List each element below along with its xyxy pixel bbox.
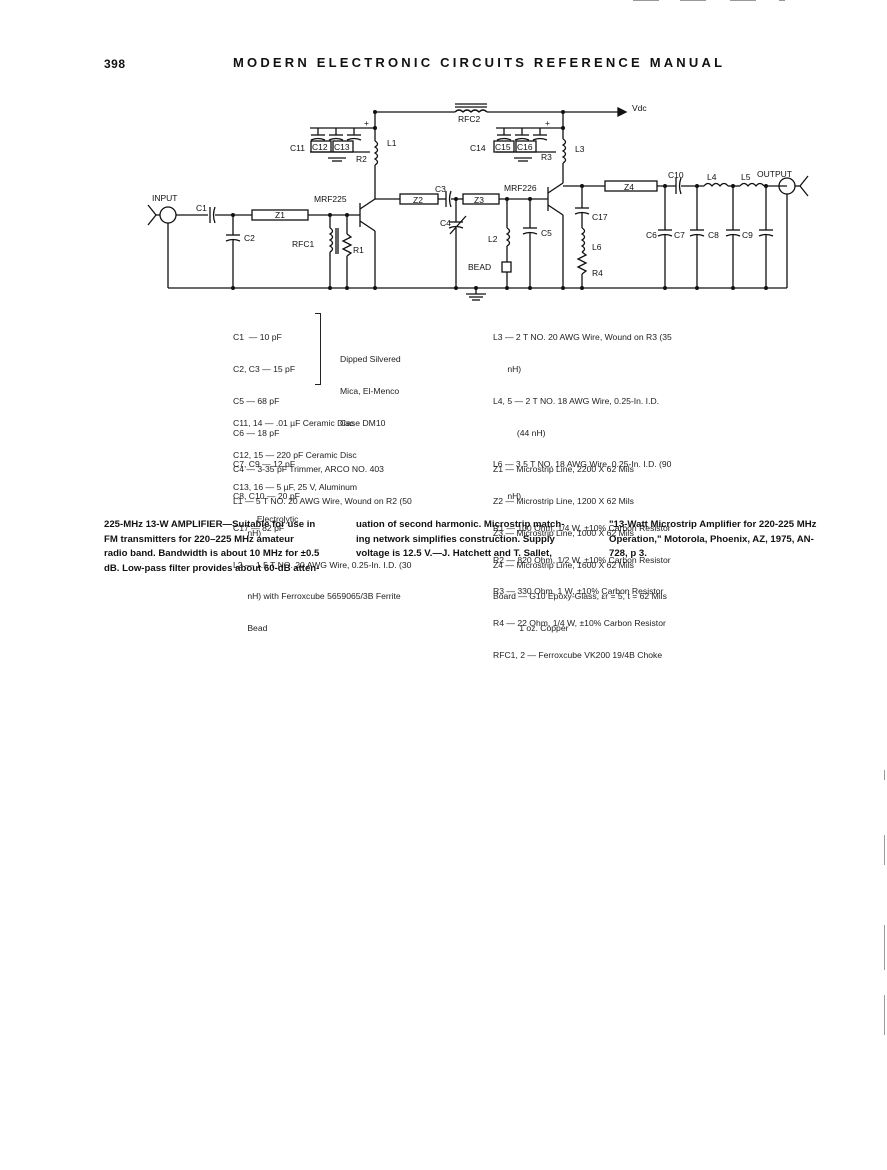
scan-mark [779, 0, 785, 1]
l6-inductor [580, 227, 586, 253]
c13-box [332, 140, 354, 153]
label-c7: C7 [674, 230, 685, 240]
label-l2: L2 [488, 234, 498, 244]
label-c5: C5 [541, 228, 552, 238]
label-c8: C8 [708, 230, 719, 240]
vdc-arrow [617, 106, 628, 118]
label-rfc2: RFC2 [458, 114, 480, 124]
label-c2: C2 [244, 233, 255, 243]
parts-list-inductors: C4 — 3-35 pF Trimmer, ARCO NO. 403 L1 — … [233, 464, 412, 634]
parts-list-capacitors: C1 — 10 pF C2, C3 — 15 pF C5 — 68 pF C6 … [233, 332, 300, 533]
label-c15: C15 [495, 142, 511, 152]
caption-column-3: "13-Watt Microstrip Amplifier for 220-22… [609, 519, 817, 560]
rfc1-choke [328, 227, 334, 253]
label-c1: C1 [196, 203, 207, 213]
scan-mark [884, 835, 885, 865]
label-plus-1: + [364, 118, 369, 128]
label-z4: Z4 [624, 182, 634, 192]
c12-box [310, 140, 332, 153]
label-c14: C14 [470, 143, 486, 153]
scan-mark [884, 925, 885, 970]
label-l1: L1 [387, 138, 397, 148]
label-r1: R1 [353, 245, 364, 255]
r4-resistor [576, 251, 588, 275]
caption-column-1: 225-MHz 13-W AMPLIFIER—Suitable for use … [104, 519, 320, 574]
parts-list-decoupling: C11, 14 — .01 µF Ceramic Disc C12, 15 — … [233, 418, 358, 524]
input-connector [159, 206, 177, 224]
label-c17: C17 [592, 212, 608, 222]
label-c10: C10 [668, 170, 684, 180]
parts-list-right-top: L3 — 2 T NO. 20 AWG Wire, Wound on R3 (3… [493, 332, 672, 660]
scan-mark [633, 0, 659, 1]
label-bead: BEAD [468, 262, 491, 272]
label-z2: Z2 [413, 195, 423, 205]
label-rfc1: RFC1 [292, 239, 314, 249]
c15-box [493, 140, 515, 153]
label-l3: L3 [575, 144, 585, 154]
label-c3: C3 [435, 184, 446, 194]
scan-mark [680, 0, 706, 1]
l5-inductor [739, 182, 765, 188]
label-vdc: Vdc [632, 103, 647, 113]
label-z1: Z1 [275, 210, 285, 220]
scan-mark [730, 0, 756, 1]
label-l4: L4 [707, 172, 717, 182]
label-q1: MRF225 [314, 194, 347, 204]
label-input: INPUT [152, 193, 178, 203]
l3-inductor [561, 138, 567, 164]
label-l6: L6 [592, 242, 602, 252]
r1-resistor [341, 233, 353, 257]
label-output: OUTPUT [757, 169, 792, 179]
label-c4: C4 [440, 218, 451, 228]
scan-mark [884, 770, 885, 780]
l2-inductor [505, 227, 511, 247]
label-c6: C6 [646, 230, 657, 240]
running-head: MODERN ELECTRONIC CIRCUITS REFERENCE MAN… [233, 55, 726, 70]
label-c9: C9 [742, 230, 753, 240]
ferrite-bead [501, 261, 512, 273]
parts-list-brace-note: Dipped Silvered Mica, El-Menco Case DM10 [340, 354, 401, 428]
label-q2: MRF226 [504, 183, 537, 193]
label-plus-2: + [545, 118, 550, 128]
l4-inductor [703, 182, 729, 188]
page-number: 398 [104, 57, 126, 71]
label-c16: C16 [517, 142, 533, 152]
label-r3: R3 [541, 152, 552, 162]
parts-list-right-bottom: Z1 — Microstrip Line, 2200 X 62 Mils Z2 … [493, 464, 667, 634]
caption-column-2: uation of second harmonic. Microstrip ma… [356, 519, 565, 560]
label-c13: C13 [334, 142, 350, 152]
label-l5: L5 [741, 172, 751, 182]
grouping-brace [315, 313, 321, 385]
l1-inductor [373, 140, 379, 166]
label-c11: C11 [290, 143, 305, 153]
label-r2: R2 [356, 154, 367, 164]
label-c12: C12 [312, 142, 328, 152]
label-z3: Z3 [474, 195, 484, 205]
amplifier-schematic: INPUT OUTPUT Vdc RFC2 RFC1 MRF225 MRF226… [147, 103, 809, 301]
label-r4: R4 [592, 268, 603, 278]
c16-box [515, 140, 537, 153]
scan-mark [884, 995, 885, 1035]
